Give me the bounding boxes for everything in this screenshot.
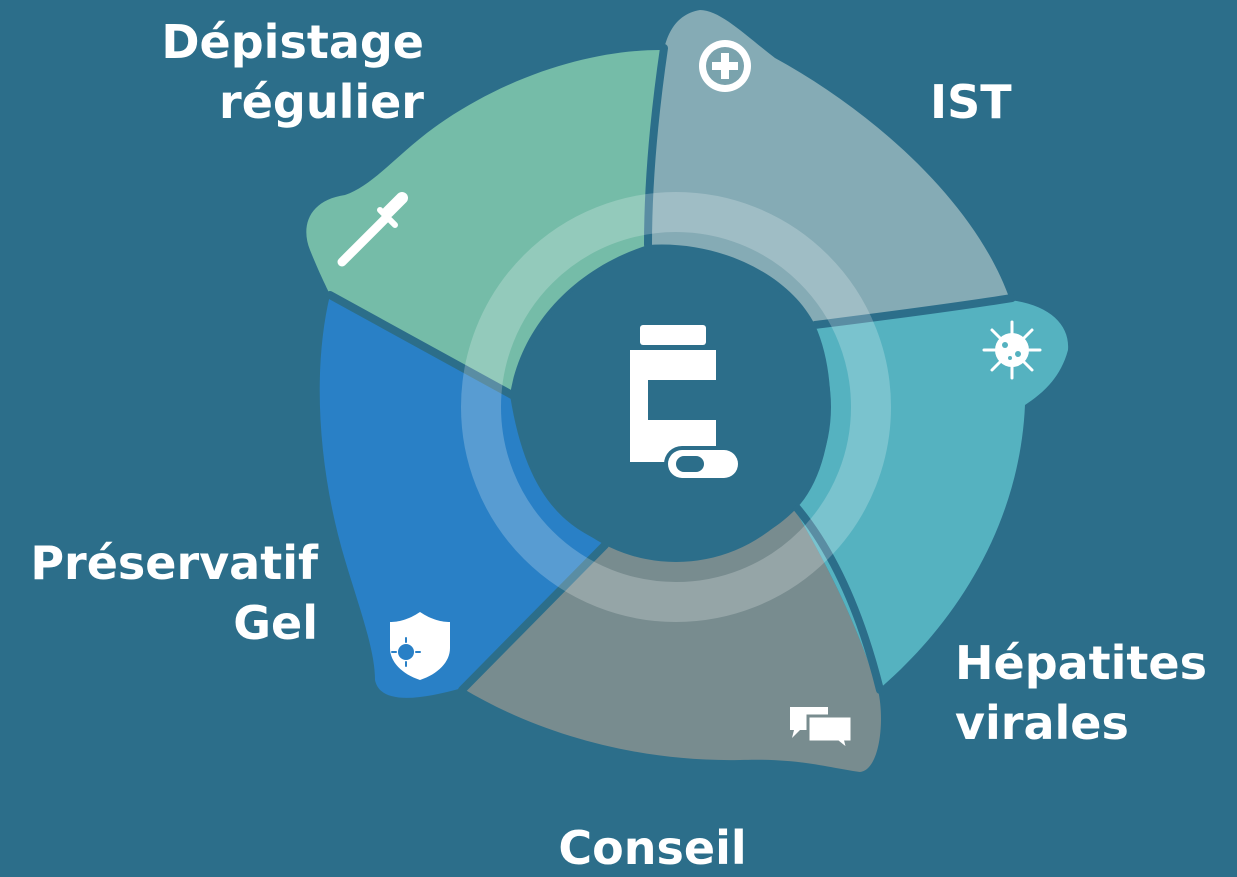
- segment-ist[interactable]: [648, 10, 1010, 325]
- plus-circle-icon: [699, 40, 751, 92]
- segment-preservatif[interactable]: [319, 295, 605, 698]
- shield-virus-icon: [390, 612, 450, 680]
- chat-bubbles-icon: [790, 707, 854, 754]
- segment-separators: [326, 44, 1016, 694]
- medicine-bottle-pill-icon: [630, 325, 742, 482]
- label-ist: IST: [930, 75, 1012, 129]
- label-conseil: Conseil: [558, 821, 747, 875]
- inner-ring: [461, 192, 891, 622]
- segment-conseil[interactable]: [462, 510, 881, 772]
- segment-hepatites[interactable]: [795, 300, 1069, 690]
- label-depistage: Dépistage régulier: [161, 15, 424, 129]
- label-preservatif: Préservatif Gel: [30, 536, 318, 650]
- dropper-syringe-icon: [337, 192, 408, 267]
- virus-icon: [982, 320, 1042, 380]
- label-hepatites: Hépatites virales: [955, 636, 1207, 750]
- segment-depistage[interactable]: [306, 50, 660, 395]
